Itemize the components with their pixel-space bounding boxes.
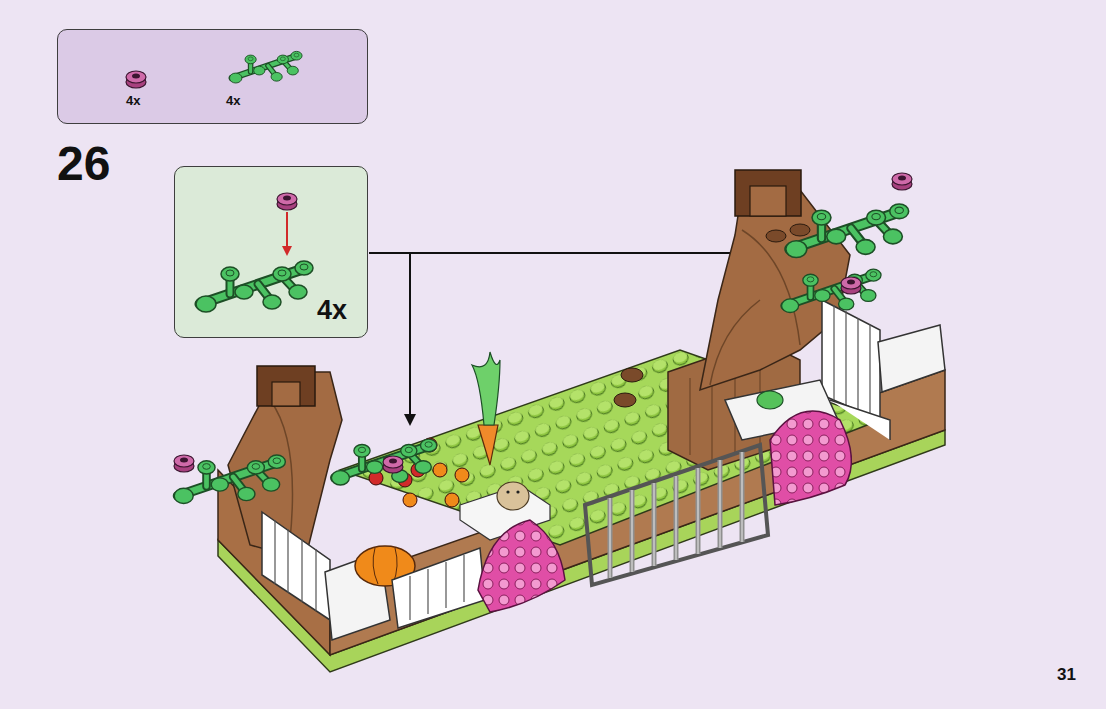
illustration-shape xyxy=(892,173,912,190)
illustration-shape xyxy=(790,224,810,236)
illustration-shape xyxy=(410,555,464,620)
sub-assembly-callout: 4x xyxy=(174,166,368,338)
illustration-shape xyxy=(272,382,300,406)
illustration-shape xyxy=(277,193,297,210)
illustration-shape xyxy=(770,411,851,505)
callout-leaf xyxy=(196,261,313,312)
callout-panel xyxy=(174,166,368,338)
illustration-shape xyxy=(174,455,285,503)
illustration-shape xyxy=(782,269,881,312)
illustration-shape xyxy=(614,393,636,407)
illustration-shape xyxy=(286,212,288,248)
illustration-shape xyxy=(331,439,436,485)
illustration-shape xyxy=(878,325,945,392)
illustration-shape xyxy=(506,490,509,493)
quantity-label: 4x xyxy=(226,94,240,107)
part-icon xyxy=(126,71,146,88)
illustration-shape xyxy=(282,246,292,256)
illustration-shape xyxy=(403,493,417,507)
illustration-shape xyxy=(757,391,783,409)
illustration-shape xyxy=(126,71,146,88)
callout-flower xyxy=(277,193,297,210)
part-icon xyxy=(230,51,303,83)
parts-list-box: 4x 4x xyxy=(57,29,368,124)
illustration-shape xyxy=(786,204,909,258)
illustration-shape xyxy=(472,352,500,425)
illustration-shape xyxy=(174,455,194,472)
illustration-shape xyxy=(782,269,881,312)
illustration-shape xyxy=(750,186,786,216)
illustration-shape xyxy=(786,204,909,258)
illustration-shape xyxy=(766,230,786,242)
illustration-shape xyxy=(196,261,313,312)
illustration-shape xyxy=(404,414,416,426)
illustration-shape xyxy=(497,482,529,510)
illustration-shape xyxy=(834,305,870,416)
illustration-shape xyxy=(841,277,861,294)
illustration-shape xyxy=(585,445,768,585)
illustration-shape xyxy=(478,425,498,465)
assembly-arrow xyxy=(282,212,292,256)
illustration-shape xyxy=(331,439,436,485)
illustration-shape xyxy=(841,277,861,294)
illustration-shape xyxy=(433,463,447,477)
illustration-shape xyxy=(383,456,403,473)
page-number: 31 xyxy=(1057,666,1076,683)
illustration-shape xyxy=(610,452,742,578)
illustration-shape xyxy=(369,252,742,254)
illustration-shape xyxy=(257,366,315,406)
illustration-shape xyxy=(621,368,643,382)
quantity-label: 4x xyxy=(317,297,347,324)
illustration-shape xyxy=(270,400,293,540)
quantity-label: 4x xyxy=(126,94,140,107)
illustration-shape xyxy=(262,512,330,620)
illustration-shape xyxy=(735,170,801,216)
illustration-shape xyxy=(478,520,565,612)
illustration-shape xyxy=(174,455,194,472)
illustration-shape xyxy=(275,520,316,611)
illustration-shape xyxy=(174,455,285,503)
illustration-shape xyxy=(445,493,459,507)
parts-list-panel xyxy=(57,29,368,124)
illustration-shape xyxy=(455,468,469,482)
illustration-shape xyxy=(610,452,742,578)
illustration-shape xyxy=(516,490,519,493)
step-number: 26 xyxy=(57,140,110,188)
illustration-shape xyxy=(383,456,403,473)
illustration-shape xyxy=(230,51,303,83)
illustration-shape xyxy=(392,548,485,628)
illustration-shape xyxy=(409,253,411,416)
illustration-shape xyxy=(373,548,397,584)
illustration-shape xyxy=(892,173,912,190)
model xyxy=(174,170,945,672)
